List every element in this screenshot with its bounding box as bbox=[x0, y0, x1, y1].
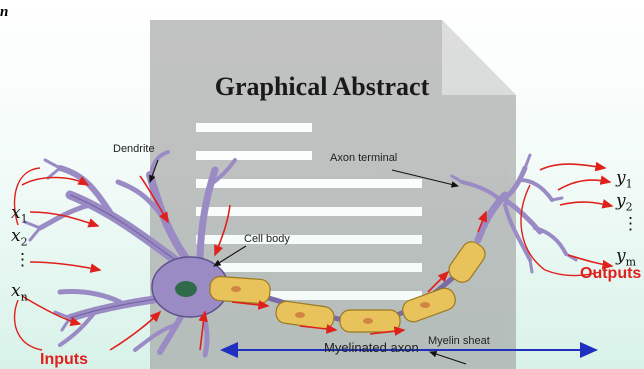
myelinated-axon-label: Myelinated axon bbox=[324, 340, 419, 355]
output-ellipsis: ⋮ bbox=[622, 214, 639, 236]
output-y2: y2 bbox=[616, 191, 633, 213]
output-y1: y1 bbox=[616, 168, 633, 190]
corner-label: n bbox=[0, 4, 8, 21]
dendrite-label: Dendrite bbox=[113, 143, 155, 155]
input-xn: xn bbox=[11, 281, 28, 303]
page-title: Graphical Abstract bbox=[0, 72, 644, 102]
myelin-sheath-label: Myelin sheat bbox=[428, 335, 490, 347]
axon-terminal-label: Axon terminal bbox=[330, 152, 397, 164]
output-ym: ym bbox=[616, 246, 636, 268]
input-x2: x2 bbox=[11, 226, 28, 248]
cell-body-label: Cell body bbox=[244, 233, 290, 245]
inputs-label: Inputs bbox=[40, 351, 88, 369]
nucleus bbox=[175, 281, 197, 297]
input-x1: x1 bbox=[11, 203, 28, 225]
input-ellipsis: ⋮ bbox=[14, 250, 31, 272]
